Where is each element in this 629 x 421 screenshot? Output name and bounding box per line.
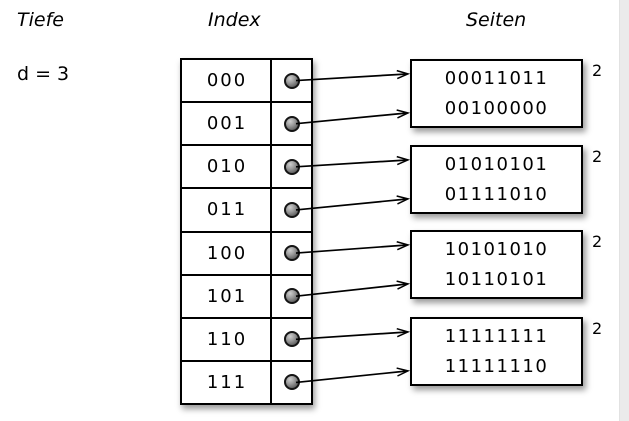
index-row: 000: [182, 60, 311, 102]
page-box: 10101010 10110101: [410, 230, 583, 299]
index-table: 000 001 010 011 100 101 110 111: [180, 58, 313, 405]
pointer-dot-icon: [283, 288, 300, 305]
page-value: 01111010: [444, 184, 549, 205]
index-cell-pointer: [270, 361, 311, 403]
index-column-title: Index: [208, 9, 261, 31]
index-cell-label: 100: [206, 242, 248, 264]
index-row: 011: [182, 187, 311, 231]
index-row: 100: [182, 230, 311, 274]
index-cell-pointer: [270, 232, 311, 274]
index-cell-pointer: [270, 189, 311, 231]
local-depth-badge: 2: [592, 232, 603, 251]
page-edge-strip: [619, 0, 629, 421]
page-value: 11111111: [444, 326, 549, 347]
index-cell-label: 010: [206, 156, 248, 178]
pointer-dot-icon: [283, 245, 300, 262]
index-cell-label: 110: [206, 328, 248, 350]
page-value: 10101010: [444, 239, 549, 260]
pages-column-title: Seiten: [466, 9, 527, 31]
index-cell-pointer: [270, 60, 311, 102]
index-cell-pointer: [270, 275, 311, 317]
page-value: 00100000: [444, 98, 549, 119]
index-cell-pointer: [270, 318, 311, 360]
local-depth-badge: 2: [592, 319, 603, 338]
global-depth-value: d = 3: [17, 63, 70, 85]
page-box: 01010101 01111010: [410, 145, 583, 214]
page-value: 10110101: [444, 269, 549, 290]
pointer-dot-icon: [283, 72, 300, 89]
index-cell-label: 101: [206, 285, 248, 307]
pointer-dot-icon: [283, 374, 300, 391]
index-row: 010: [182, 144, 311, 188]
local-depth-badge: 2: [592, 61, 603, 80]
index-cell-label: 111: [206, 371, 248, 393]
index-row: 111: [182, 359, 311, 403]
index-cell-label: 000: [206, 70, 248, 92]
pointer-dot-icon: [283, 158, 300, 175]
page-value: 01010101: [444, 154, 549, 175]
index-cell-pointer: [270, 146, 311, 188]
page-box: 11111111 11111110: [410, 317, 583, 386]
pointer-dot-icon: [283, 201, 300, 218]
index-row: 110: [182, 316, 311, 360]
index-cell-pointer: [270, 103, 311, 145]
page-value: 11111110: [444, 356, 549, 377]
index-cell-label: 011: [206, 199, 248, 221]
pointer-dot-icon: [283, 331, 300, 348]
page-box: 00011011 00100000: [410, 59, 583, 128]
index-row: 001: [182, 101, 311, 145]
depth-column-title: Tiefe: [17, 9, 64, 31]
index-cell-label: 001: [206, 113, 248, 135]
local-depth-badge: 2: [592, 147, 603, 166]
pointer-dot-icon: [283, 115, 300, 132]
page-value: 00011011: [444, 68, 549, 89]
index-row: 101: [182, 273, 311, 317]
